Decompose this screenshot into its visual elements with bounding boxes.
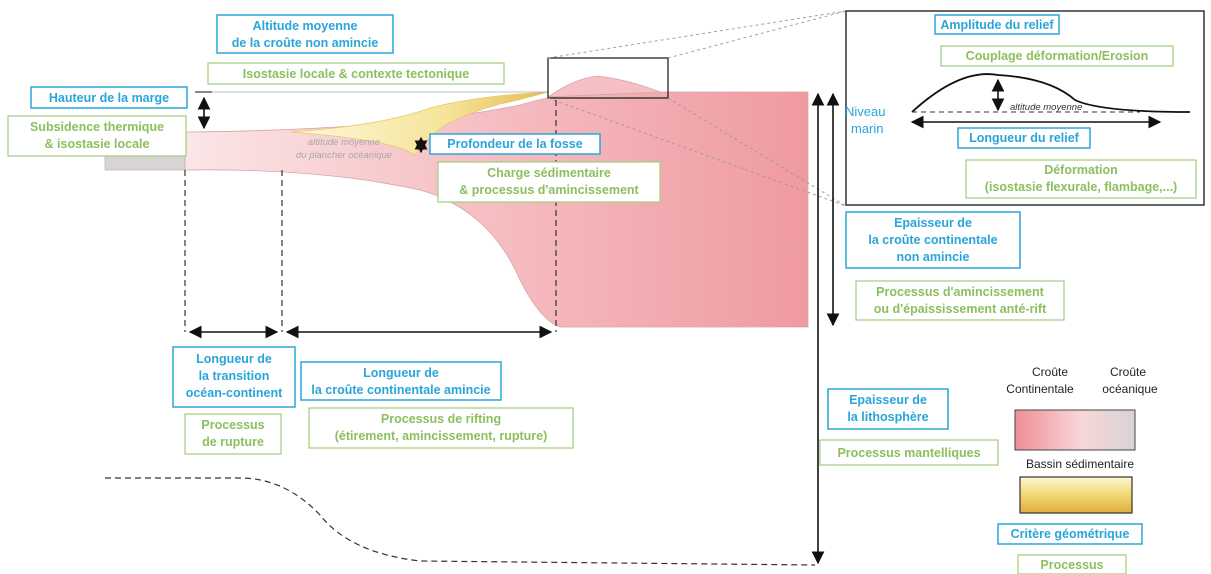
proc-rifting-label-2: (étirement, amincissement, rupture) [335, 429, 548, 443]
proc-amincissement-label: Processus d'amincissement [876, 285, 1044, 299]
longueur-croute-amincie-label: Longueur de [363, 366, 439, 380]
inset-altitude-note: altitude moyenne [1010, 102, 1082, 113]
isotherm-1350 [105, 477, 816, 566]
legend-croute-oceanique-2: océanique [1102, 382, 1158, 396]
hauteur-marge-label: Hauteur de la marge [49, 91, 169, 105]
charge-label-2: & processus d'amincissement [459, 183, 639, 197]
marginal-high [546, 75, 661, 98]
legend-croute-continentale: Croûte [1032, 365, 1068, 379]
longueur-transition-label: Longueur de [196, 352, 272, 366]
proc-mantelliques-label: Processus mantelliques [837, 446, 980, 460]
longueur-transition-label-2: la transition [199, 369, 270, 383]
longueur-relief-label: Longueur du relief [969, 131, 1080, 145]
legend-processus: Processus [1040, 558, 1103, 572]
epaisseur-croute-label-2: la croûte continentale [868, 233, 997, 247]
plancher-altitude-note-2: du plancher océanique [296, 150, 392, 161]
sedimentary-basin [289, 91, 549, 156]
subsidence-label-2: & isostasie locale [45, 137, 150, 151]
legend-croute-oceanique: Croûte [1110, 365, 1146, 379]
amplitude-relief-label: Amplitude du relief [940, 18, 1054, 32]
subsidence-label: Subsidence thermique [30, 120, 164, 134]
deformation-label-2: (isostasie flexurale, flambage,...) [985, 180, 1177, 194]
zoom-frame [547, 57, 669, 99]
epaisseur-litho-label: Epaisseur de [849, 393, 927, 407]
plancher-altitude-note: altitude moyenne [308, 137, 380, 148]
deformation-label: Déformation [1044, 163, 1118, 177]
epaisseur-litho-label-2: la lithosphère [847, 410, 928, 424]
epaisseur-croute-label: Epaisseur de [894, 216, 972, 230]
proc-amincissement-label-2: ou d'épaississement anté-rift [874, 302, 1047, 316]
niveau-marin-label: Niveau [845, 104, 885, 119]
legend-critere: Critère géométrique [1011, 527, 1130, 541]
longueur-croute-amincie-label-2: la croûte continentale amincie [311, 383, 490, 397]
legend-basin-swatch [1019, 476, 1133, 514]
epaisseur-croute-label-3: non amincie [897, 250, 970, 264]
longueur-transition-label-3: océan-continent [186, 386, 283, 400]
proc-rupture-label-2: de rupture [202, 435, 264, 449]
altitude-croute-label-2: de la croûte non amincie [232, 36, 379, 50]
niveau-marin-label-2: marin [851, 121, 884, 136]
legend-crust-swatch [1014, 409, 1136, 451]
continental-crust [184, 91, 809, 328]
altitude-croute-label: Altitude moyenne [253, 19, 358, 33]
charge-label: Charge sédimentaire [487, 166, 611, 180]
isostasie-contexte-label: Isostasie locale & contexte tectonique [243, 67, 470, 81]
relief-inset: Amplitude du relief Couplage déformation… [845, 10, 1205, 206]
couplage-label: Couplage déformation/Erosion [966, 49, 1149, 63]
relief-profile [911, 73, 1191, 113]
legend-croute-continentale-2: Continentale [1006, 382, 1074, 396]
legend-bassin: Bassin sédimentaire [1026, 457, 1134, 471]
proc-rupture-label: Processus [201, 418, 264, 432]
profondeur-fosse-label: Profondeur de la fosse [447, 137, 582, 151]
legend: Croûte Continentale Croûte océanique Bas… [997, 365, 1158, 574]
proc-rifting-label: Processus de rifting [381, 412, 501, 426]
